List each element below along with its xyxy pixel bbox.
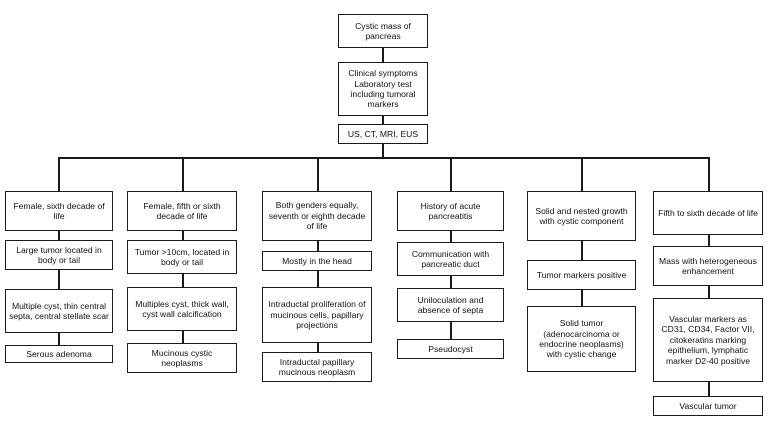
col1-demographic-box: Female, sixth decade of life [5,191,113,231]
col1-diagnosis-box: Serous adenoma [5,345,113,363]
col3-diagnosis-box: Intraductal papillary mucinous neoplasm [262,352,372,382]
connector [382,116,384,124]
connector [182,331,184,343]
distribution-line [58,157,709,159]
connector [317,343,319,352]
connector [450,231,452,242]
connector [450,157,452,191]
connector [708,382,710,396]
col2-features-box: Multiples cyst, thick wall, cyst wall ca… [127,287,237,331]
connector [58,157,60,191]
col2-location-box: Tumor >10cm, located in body or tail [127,240,237,274]
col6-diagnosis-box: Vascular tumor [653,396,763,416]
connector [58,231,60,240]
col4-history-box: History of acute pancreatitis [397,191,504,231]
col3-features-box: Intraductal proliferation of mucinous ce… [262,287,372,343]
col4-features-box: Uniloculation and absence of septa [397,288,504,322]
col5-growth-box: Solid and nested growth with cystic comp… [527,191,636,241]
connector [317,271,319,287]
col1-location-box: Large tumor located in body or tail [5,240,113,270]
connector [450,276,452,288]
clinical-tests-box: Clinical symptoms Laboratory test includ… [338,62,428,116]
col4-diagnosis-box: Pseudocyst [397,339,504,359]
connector [182,274,184,287]
col6-markers-box: Vascular markers as CD31, CD34, Factor V… [653,298,763,382]
col1-features-box: Multiple cyst, thin central septa, centr… [5,289,113,333]
col5-diagnosis-box: Solid tumor (adenocarcinoma or endocrine… [527,306,636,372]
connector [58,270,60,289]
col2-diagnosis-box: Mucinous cystic neoplasms [127,343,237,373]
connector [708,235,710,246]
col3-demographic-box: Both genders equally, seventh or eighth … [262,191,372,241]
connector [382,48,384,62]
connector [708,286,710,298]
connector [182,231,184,240]
connector [581,290,583,306]
connector [182,157,184,191]
connector [450,322,452,339]
connector [317,157,319,191]
root-box: Cystic mass of pancreas [338,14,428,48]
col5-markers-box: Tumor markers positive [527,260,636,290]
connector [382,144,384,158]
connector [708,157,710,191]
col2-demographic-box: Female, fifth or sixth decade of life [127,191,237,231]
col3-location-box: Mostly in the head [262,251,372,271]
col4-duct-box: Communication with pancreatic duct [397,242,504,276]
connector [581,157,583,191]
connector [317,241,319,251]
col6-demographic-box: Fifth to sixth decade of life [653,191,763,235]
col6-imaging-box: Mass with heterogeneous enhancement [653,246,763,286]
connector [581,241,583,260]
imaging-box: US, CT, MRI, EUS [338,124,428,144]
connector [58,333,60,345]
